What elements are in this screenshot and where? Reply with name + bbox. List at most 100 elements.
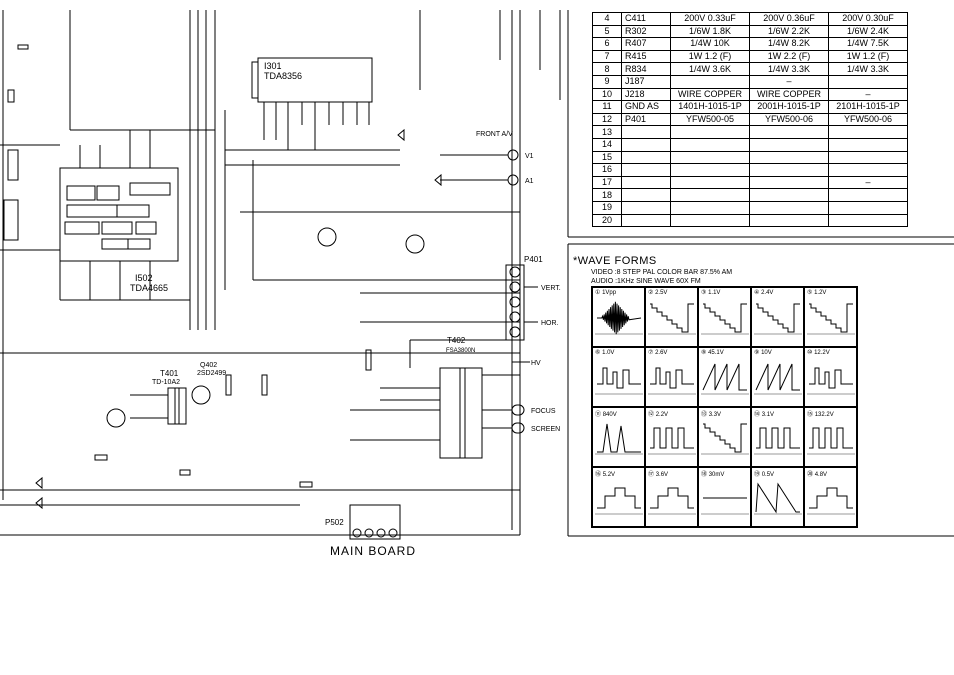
waveform-caption: ⑭ 3.1V [754, 409, 774, 418]
waveform-value: 1.2V [814, 290, 827, 296]
waveform-id: ⑮ [807, 412, 814, 418]
waveform-value: 2.2V [655, 412, 669, 418]
waveform-path [809, 487, 853, 509]
table-cell-c3: YFW500-06 [828, 112, 908, 127]
waveform-cell: ⑮ 132.2V [804, 407, 857, 467]
waveform-path [650, 427, 694, 449]
waveform-cell: ⑳ 4.8V [804, 467, 857, 527]
table-cell-no: 8 [592, 62, 622, 76]
table-cell-c2 [749, 200, 829, 215]
table-cell-c2 [749, 175, 829, 190]
ic-jungle-part: TDA4665 [130, 283, 168, 293]
table-cell-c1: 1/6W 1.8K [670, 24, 750, 39]
table-row: 15 [592, 150, 908, 165]
table-cell-c1 [670, 163, 750, 177]
table-cell-c1: 1W 1.2 (F) [670, 49, 750, 64]
table-cell-c3: 1W 1.2 (F) [828, 49, 908, 64]
waveform-id: ⑯ [595, 472, 602, 478]
waveform-caption: ⑧ 45.1V [701, 349, 724, 356]
waveform-cell: ⑲ 0.5V [751, 467, 804, 527]
waveform-trace [807, 487, 855, 515]
table-cell-c2: – [749, 74, 829, 89]
output-vert-label: VERT. [541, 285, 561, 292]
waveform-value: 2.5V [655, 290, 668, 296]
table-cell-ref: R415 [621, 49, 671, 64]
waveform-caption: ⑬ 3.3V [701, 409, 721, 418]
table-row: 18 [592, 188, 908, 202]
transformer-label: T402 [447, 336, 466, 345]
pin-v1-label: V1 [525, 153, 534, 160]
table-cell-ref: R834 [621, 62, 671, 76]
waveform-id: ⑭ [754, 412, 761, 418]
table-cell-c2: 200V 0.36uF [749, 12, 829, 26]
table-cell-no: 17 [592, 175, 622, 190]
table-cell-no: 12 [592, 112, 622, 127]
table-row: 17– [592, 175, 908, 190]
waveform-id: ⑧ [701, 350, 707, 356]
table-cell-c3 [828, 200, 908, 215]
waveform-cell: ① 1Vpp [592, 287, 645, 347]
waveform-caption: ⑲ 0.5V [754, 469, 774, 478]
ic-jungle-label: I502 [135, 273, 153, 283]
waveform-id: ② [648, 290, 654, 296]
table-row: 13 [592, 125, 908, 139]
table-cell-ref [621, 125, 671, 139]
waveform-path [703, 423, 747, 453]
table-cell-no: 16 [592, 163, 622, 177]
table-cell-c2 [749, 137, 829, 152]
waveform-path [809, 367, 853, 389]
table-cell-c3: 200V 0.30uF [828, 12, 908, 26]
waveform-id: ⑤ [807, 290, 813, 296]
table-cell-ref [621, 137, 671, 152]
table-cell-ref [621, 175, 671, 190]
waveform-caption: ⑪ 840V [595, 409, 617, 418]
transistor-label: Q402 [200, 362, 217, 369]
table-cell-c1 [670, 150, 750, 165]
waveform-value: 3.3V [708, 412, 722, 418]
waveform-caption: ① 1Vpp [595, 289, 616, 296]
table-cell-c2: 2001H-1015-1P [749, 100, 829, 114]
table-row: 14 [592, 137, 908, 152]
waveform-trace [754, 303, 802, 335]
table-cell-ref: P401 [621, 112, 671, 127]
table-cell-c1: 1401H-1015-1P [670, 100, 750, 114]
table-cell-c2 [749, 163, 829, 177]
waveform-value: 30mV [708, 472, 725, 478]
connector-p401-label: P401 [524, 255, 543, 264]
waveform-value: 1Vpp [602, 290, 617, 296]
waveform-path [702, 363, 747, 391]
table-cell-c3: 1/6W 2.4K [828, 24, 908, 39]
waveform-caption: ⑳ 4.8V [807, 469, 827, 478]
waveform-trace [701, 423, 749, 455]
ic-main-label: I301 [264, 61, 282, 71]
table-cell-no: 19 [592, 200, 622, 215]
table-cell-c1 [670, 188, 750, 202]
waveform-id: ⑨ [754, 350, 760, 356]
waveform-value: 2.6V [655, 350, 668, 356]
table-cell-c3 [828, 137, 908, 152]
waveform-trace [595, 423, 643, 455]
table-cell-c3 [828, 74, 908, 89]
table-cell-c3: 1/4W 7.5K [828, 37, 908, 51]
waveform-path [650, 367, 694, 389]
waveform-trace [701, 363, 749, 395]
waveform-id: ① [595, 290, 601, 296]
table-row: 20 [592, 213, 908, 228]
ic-main-part: TDA8356 [264, 71, 302, 81]
waveform-path [755, 363, 800, 391]
waveforms-audio-line: AUDIO :1KHz SINE WAVE 60X FM [591, 278, 701, 285]
waveform-id: ⑱ [701, 472, 708, 478]
table-cell-c2 [749, 150, 829, 165]
waveform-caption: ⑰ 3.6V [648, 469, 668, 478]
waveform-caption: ⑮ 132.2V [807, 409, 834, 418]
waveform-trace [701, 497, 749, 515]
waveform-path [809, 303, 853, 333]
waveform-id: ⑦ [648, 350, 654, 356]
waveform-cell: ⑧ 45.1V [698, 347, 751, 407]
table-cell-c3: 1/4W 3.3K [828, 62, 908, 76]
waveform-cell: ⑫ 2.2V [645, 407, 698, 467]
